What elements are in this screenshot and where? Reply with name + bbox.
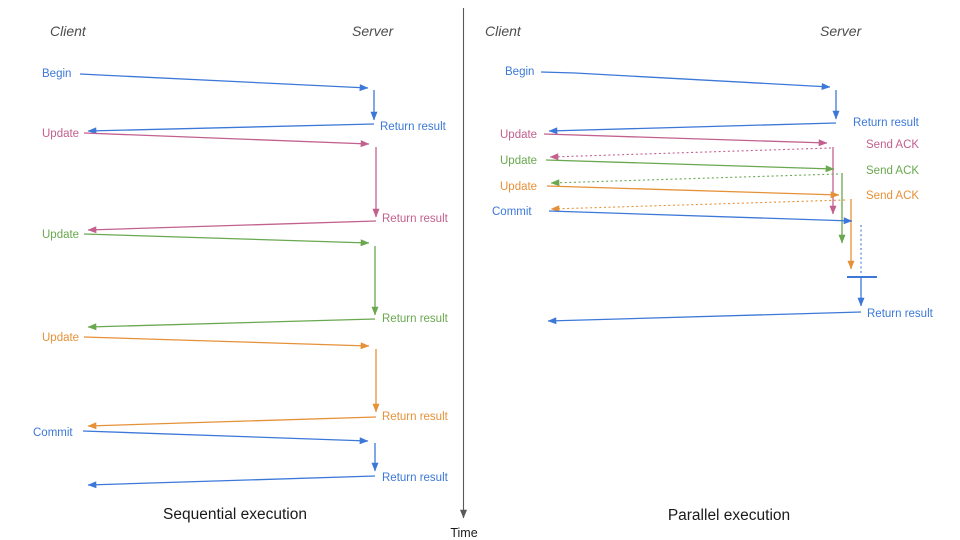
seq-update3-return-line xyxy=(87,416,377,430)
seq-update2-exchange: Update Return result xyxy=(42,229,449,331)
par-update3-response-label: Send ACK xyxy=(866,190,919,202)
seq-update1-response-label: Return result xyxy=(382,213,449,225)
par-update2-response-label: Send ACK xyxy=(866,165,919,177)
par-update2-exchange: Update Send ACK xyxy=(500,155,919,244)
seq-begin-request-line xyxy=(79,73,369,92)
par-update3-exchange: Update Send ACK xyxy=(500,181,919,270)
parallel-title: Parallel execution xyxy=(668,507,790,524)
seq-update2-request-line xyxy=(83,233,370,247)
parallel-diagram: Client Server Begin Return result Update… xyxy=(485,23,934,524)
seq-begin-return-line xyxy=(87,123,375,135)
sequential-diagram: Client Server Begin Return result Update… xyxy=(33,23,449,523)
par-client-header: Client xyxy=(485,23,522,39)
seq-commit-return-line xyxy=(87,475,376,489)
seq-update3-request-line xyxy=(83,336,370,350)
seq-client-header: Client xyxy=(50,23,87,39)
par-commit-exchange: Commit Return result xyxy=(492,206,934,325)
par-begin-return-line xyxy=(548,122,837,135)
sequential-title: Sequential execution xyxy=(163,506,307,523)
seq-update3-response-label: Return result xyxy=(382,411,449,423)
par-update1-request-line xyxy=(543,133,828,147)
seq-update1-return-line xyxy=(87,220,377,234)
seq-update3-label: Update xyxy=(42,332,79,344)
par-commit-label: Commit xyxy=(492,206,532,218)
seq-update1-label: Update xyxy=(42,128,79,140)
seq-update2-response-label: Return result xyxy=(382,313,449,325)
par-begin-request-line xyxy=(540,71,831,91)
par-begin-exchange: Begin Return result xyxy=(505,66,920,135)
par-update3-request-line xyxy=(546,185,840,199)
par-update2-request-line xyxy=(545,159,835,173)
par-update2-ack-line xyxy=(550,173,839,187)
seq-commit-request-line xyxy=(82,430,369,445)
seq-commit-exchange: Commit Return result xyxy=(33,427,449,489)
par-update2-label: Update xyxy=(500,155,537,167)
seq-update3-exchange: Update Return result xyxy=(42,332,449,430)
par-update1-exchange: Update Send ACK xyxy=(500,129,919,215)
time-axis: Time xyxy=(450,8,478,540)
seq-update1-request-line xyxy=(83,132,370,148)
time-axis-label: Time xyxy=(450,526,477,540)
par-begin-response-label: Return result xyxy=(853,117,920,129)
seq-begin-label: Begin xyxy=(42,68,71,80)
par-update1-response-label: Send ACK xyxy=(866,139,919,151)
seq-server-header: Server xyxy=(352,23,395,39)
seq-update2-return-line xyxy=(87,318,376,331)
par-update1-label: Update xyxy=(500,129,537,141)
seq-begin-response-label: Return result xyxy=(380,121,447,133)
seq-update1-exchange: Update Return result xyxy=(42,128,449,234)
seq-begin-exchange: Begin Return result xyxy=(42,68,447,135)
seq-update2-label: Update xyxy=(42,229,79,241)
seq-commit-response-label: Return result xyxy=(382,472,449,484)
par-update1-ack-line xyxy=(549,147,832,161)
par-commit-request-line xyxy=(548,210,853,225)
par-update3-label: Update xyxy=(500,181,537,193)
par-update3-ack-line xyxy=(550,199,846,213)
par-begin-label: Begin xyxy=(505,66,534,78)
seq-commit-label: Commit xyxy=(33,427,73,439)
par-server-header: Server xyxy=(820,23,863,39)
par-commit-response-label: Return result xyxy=(867,308,934,320)
par-commit-return-line xyxy=(547,311,862,325)
